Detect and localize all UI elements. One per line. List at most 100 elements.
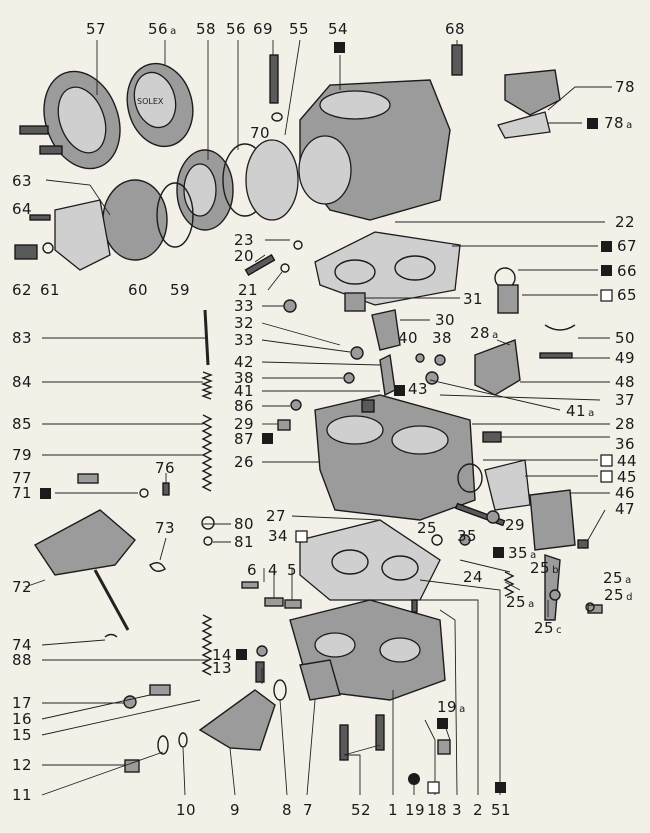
label-34: 34 (268, 527, 288, 545)
label-18: 18 (427, 801, 447, 819)
part-12-nipple (124, 759, 140, 773)
leader-9 (229, 747, 236, 796)
leader-63 (45, 179, 111, 216)
leader-32 (261, 322, 341, 346)
label-2: 2 (473, 801, 483, 819)
part-47-screw (577, 539, 589, 549)
part-76-pin (162, 482, 170, 496)
label-36: 36 (615, 435, 635, 453)
part-42-tube (379, 353, 396, 397)
label-37: 37 (615, 391, 635, 409)
marker-66 (601, 265, 612, 276)
label-79: 79 (12, 446, 32, 464)
marker-51 (495, 782, 506, 793)
part-33a-nut (283, 299, 297, 313)
label-87: 87 (234, 430, 254, 448)
part-38a-nut (434, 354, 446, 366)
marker-19a (437, 718, 448, 729)
leader-52 (343, 744, 381, 795)
label-12: 12 (12, 756, 32, 774)
label-42: 42 (234, 353, 254, 371)
label-52: 52 (351, 801, 371, 819)
label-23: 23 (234, 231, 254, 249)
label-33a: 33 (234, 297, 254, 315)
part-88-spring (201, 614, 213, 676)
part-30-jet (371, 309, 401, 351)
part-29a-screw (277, 419, 291, 431)
label-45: 45 (617, 468, 637, 486)
part-46-cover (529, 489, 576, 551)
part-19-ball (408, 773, 420, 785)
part-48-float (474, 339, 521, 396)
label-77: 77 (12, 469, 32, 487)
label-65: 65 (617, 286, 637, 304)
label-57: 57 (86, 20, 106, 38)
part-68-screw (451, 44, 463, 76)
part-13-screw (255, 661, 265, 683)
part-20-needle (244, 254, 276, 276)
marker-45 (600, 470, 613, 483)
label-35: 35 (457, 527, 477, 545)
label-59: 59 (170, 281, 190, 299)
parts-layer: SOLEX (14, 44, 603, 785)
leader-7 (306, 699, 316, 796)
label-86: 86 (234, 397, 254, 415)
label-21: 21 (238, 281, 258, 299)
part-4-plate (264, 597, 284, 607)
marker-87 (262, 433, 273, 444)
label-46: 46 (615, 484, 635, 502)
part-35-nut (459, 534, 471, 546)
leader-55 (284, 39, 301, 136)
label-76: 76 (155, 459, 175, 477)
part-73-clip (149, 562, 166, 572)
part-56a-cap: SOLEX (126, 62, 194, 148)
part-83-rod (203, 309, 210, 366)
marker-18 (427, 781, 440, 794)
label-88: 88 (12, 651, 32, 669)
label-44: 44 (617, 452, 637, 470)
part-8-washer (273, 679, 287, 701)
label-81: 81 (234, 533, 254, 551)
leader-16 (41, 694, 151, 720)
marker-34 (295, 530, 308, 543)
label-74: 74 (12, 636, 32, 654)
marker-67 (601, 241, 612, 252)
part-58-inner (183, 163, 217, 217)
part-52a-screw (339, 724, 349, 761)
part-78-cap (497, 69, 561, 139)
label-20: 20 (234, 247, 254, 265)
label-40: 40 (398, 329, 418, 347)
label-68: 68 (445, 20, 465, 38)
leader-25a (504, 581, 521, 591)
part-9-lever (198, 689, 276, 751)
label-38a: 38 (432, 329, 452, 347)
part-51-pin (411, 599, 418, 613)
label-27: 27 (266, 507, 286, 525)
part-33b-nut (350, 346, 364, 360)
part-25-washer (431, 534, 443, 546)
part-29b-nut (486, 510, 500, 524)
label-29b: 29 (505, 516, 525, 534)
leader-74 (41, 639, 106, 646)
leader-10 (182, 747, 186, 796)
label-11: 11 (12, 786, 32, 804)
part-80-ring (201, 516, 215, 530)
leader-72 (24, 579, 46, 588)
label-24: 24 (463, 568, 483, 586)
part-49-pin (539, 352, 573, 359)
part-70-washer (271, 112, 283, 122)
part-61-washer (42, 242, 54, 254)
label-9: 9 (230, 801, 240, 819)
leader-51 (419, 579, 501, 795)
leader-3 (439, 609, 458, 796)
label-55: 55 (289, 20, 309, 38)
label-64: 64 (12, 200, 32, 218)
part-21-washer (280, 263, 290, 273)
label-10: 10 (176, 801, 196, 819)
